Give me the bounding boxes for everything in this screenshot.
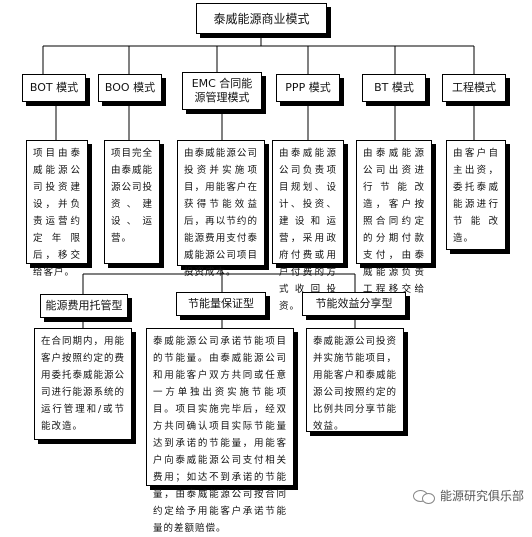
watermark: 能源研究俱乐部 [412, 487, 524, 504]
desc-bot: 项目由泰威能源公司投资建设，并负责运营约定年限后，移交给客户。 [26, 140, 88, 278]
desc-guarantee: 泰威能源公司承诺节能项目的节能量。由泰威能源公司和用能客户双方共同或任意一方单独… [146, 328, 294, 534]
connector-lines [42, 36, 475, 328]
desc-hosting: 在合同期内，用能客户按照约定的费用委托泰威能源公司进行能源系统的运行管理和/或节… [34, 328, 132, 440]
model-engineering: 工程模式 [442, 74, 506, 102]
desc-bt: 由泰威能源公司出资进行节能改造，客户按照合同约定的分期付款支付，由泰威能源负责工… [356, 140, 432, 312]
emc-type-guarantee: 节能量保证型 [176, 292, 266, 316]
model-emc: EMC 合同能源管理模式 [182, 72, 262, 110]
model-bt: BT 模式 [362, 74, 426, 102]
model-bot: BOT 模式 [22, 74, 86, 102]
wechat-icon [412, 489, 435, 504]
model-ppp: PPP 模式 [276, 74, 340, 102]
emc-type-sharing: 节能效益分享型 [302, 292, 406, 316]
watermark-text: 能源研究俱乐部 [439, 489, 524, 503]
desc-sharing: 泰威能源公司投资并实施节能项目，用能客户和泰威能源公司按照约定的比例共同分享节能… [306, 328, 404, 432]
desc-emc: 由泰威能源公司投资并实施项目，用能客户在获得节能效益后，再以节约的能源费用支付泰… [177, 140, 265, 278]
desc-boo: 项目完全由泰威能源公司投资、建设、运营。 [104, 140, 160, 264]
desc-ppp: 由泰威能源公司负责项目规划、设计、投资、建设和运营，采用政府付费或用户付费的方式… [272, 140, 344, 312]
root-node: 泰威能源商业模式 [196, 3, 327, 34]
emc-type-hosting: 能源费用托管型 [40, 294, 128, 318]
desc-engineering: 由客户自主出资，委托泰威能源进行节能改造。 [446, 140, 506, 250]
model-boo: BOO 模式 [98, 74, 162, 102]
